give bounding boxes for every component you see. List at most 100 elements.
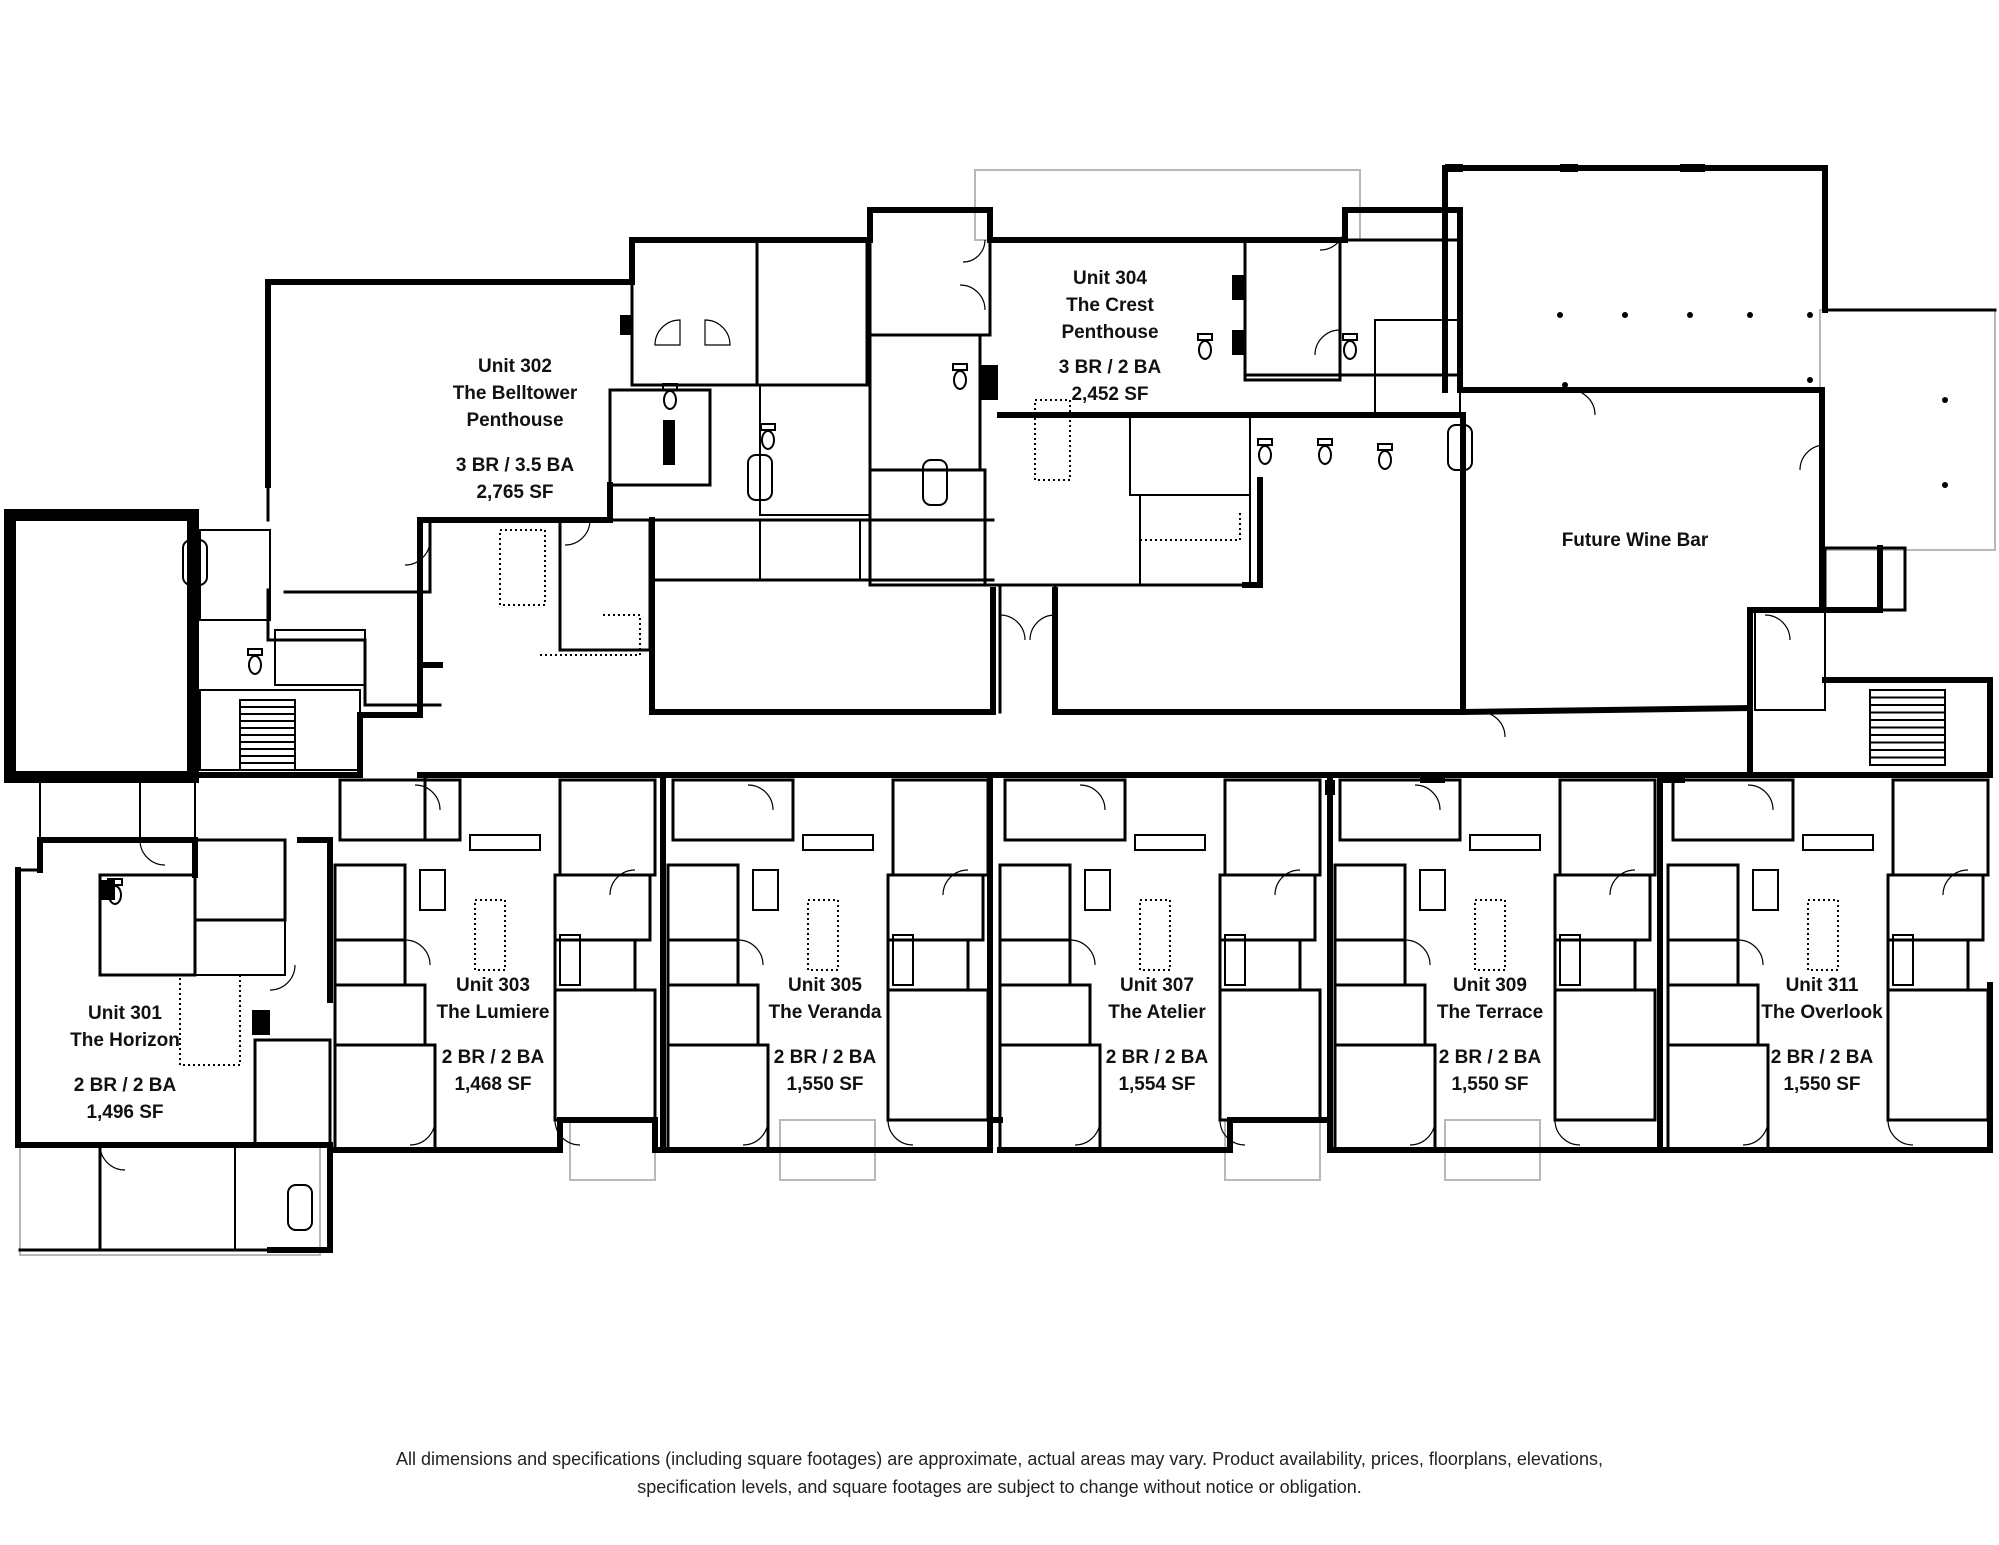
counter bbox=[1802, 834, 1874, 851]
unit-307-beds: 2 BR / 2 BA bbox=[1105, 1047, 1209, 1068]
unit-301-number: Unit 301 bbox=[88, 1003, 162, 1024]
door-arc bbox=[1069, 939, 1096, 966]
unit-309-area: 1,550 SF bbox=[1451, 1074, 1529, 1095]
bath-wall bbox=[1553, 873, 1652, 942]
unit-interior bbox=[1333, 778, 1657, 1152]
unit-interior bbox=[333, 778, 657, 1152]
door-arc bbox=[1747, 784, 1774, 811]
toilet-tank-icon bbox=[107, 878, 123, 886]
bathtub-icon bbox=[747, 454, 773, 501]
toilet-tank-icon bbox=[1257, 438, 1273, 446]
bedroom-wall bbox=[553, 988, 657, 1122]
toilet-icon bbox=[248, 655, 262, 675]
door-arc bbox=[1887, 1119, 1914, 1146]
interior-walls bbox=[18, 208, 1997, 1252]
bath-wall bbox=[1666, 863, 1740, 942]
kitchen-island bbox=[474, 899, 506, 971]
doors bbox=[99, 224, 1826, 1171]
lower-unit-interiors bbox=[333, 778, 1990, 1152]
unit-304-number: Unit 304 bbox=[1073, 268, 1147, 289]
bedroom-wall bbox=[1218, 988, 1322, 1122]
toilet-tank-icon bbox=[1197, 333, 1213, 341]
structural-columns bbox=[100, 164, 1948, 1035]
door-arc bbox=[1079, 784, 1106, 811]
toilet-tank-icon bbox=[760, 423, 776, 431]
unit-302-label: Unit 302 The Belltower Penthouse 3 BR / … bbox=[415, 353, 615, 506]
toilet-icon bbox=[1258, 445, 1272, 465]
kitchen-island bbox=[1807, 899, 1839, 971]
door-arc bbox=[942, 869, 969, 896]
unit-304-title: The Crest bbox=[1066, 295, 1154, 316]
toilet-icon bbox=[663, 390, 677, 410]
door-arc bbox=[1737, 939, 1764, 966]
unit-307-label: Unit 307 The Atelier 2 BR / 2 BA 1,554 S… bbox=[1057, 972, 1257, 1098]
door-arc bbox=[1219, 1119, 1246, 1146]
toilet-tank-icon bbox=[247, 648, 263, 656]
counter bbox=[802, 834, 874, 851]
unit-311-beds: 2 BR / 2 BA bbox=[1770, 1047, 1874, 1068]
bath-wall bbox=[1218, 873, 1317, 942]
toilet-icon bbox=[1378, 450, 1392, 470]
bath-wall bbox=[553, 873, 652, 942]
door-arc bbox=[1274, 869, 1301, 896]
bedroom-wall bbox=[891, 778, 990, 877]
bedroom-wall bbox=[1553, 988, 1657, 1122]
bath-wall bbox=[886, 873, 985, 942]
door-arc bbox=[554, 1119, 581, 1146]
wine-bar-title: Future Wine Bar bbox=[1561, 530, 1709, 551]
closet-wall bbox=[1671, 778, 1795, 842]
bath-wall bbox=[1333, 863, 1407, 942]
bathtub bbox=[559, 934, 581, 986]
bath-wall bbox=[666, 863, 740, 942]
unit-309-label: Unit 309 The Terrace 2 BR / 2 BA 1,550 S… bbox=[1390, 972, 1590, 1098]
unit-interior bbox=[666, 778, 990, 1152]
bathtub bbox=[892, 934, 914, 986]
door-arc bbox=[1074, 1119, 1101, 1146]
bedroom-wall bbox=[1558, 778, 1657, 877]
closet-wall bbox=[1003, 778, 1127, 842]
unit-302-number: Unit 302 bbox=[478, 356, 552, 377]
wine-bar-label: Future Wine Bar bbox=[1535, 527, 1735, 554]
kitchen-counters bbox=[179, 399, 1241, 1066]
bedroom-wall bbox=[998, 1043, 1102, 1152]
bedroom-wall bbox=[558, 778, 657, 877]
toilet-tank-icon bbox=[952, 363, 968, 371]
door-arc bbox=[887, 1119, 914, 1146]
tub bbox=[1419, 869, 1446, 911]
toilet-tank-icon bbox=[1377, 443, 1393, 451]
door-arc bbox=[1409, 1119, 1436, 1146]
unit-303-title: The Lumiere bbox=[436, 1002, 550, 1023]
unit-interior bbox=[998, 778, 1322, 1152]
disclaimer-line-2: specification levels, and square footage… bbox=[637, 1477, 1362, 1497]
kitchen-island bbox=[1474, 899, 1506, 971]
bathtub-icon bbox=[922, 459, 948, 506]
unit-303-area: 1,468 SF bbox=[454, 1074, 532, 1095]
unit-302-area: 2,765 SF bbox=[476, 482, 554, 503]
tub bbox=[419, 869, 446, 911]
unit-303-beds: 2 BR / 2 BA bbox=[441, 1047, 545, 1068]
unit-311-area: 1,550 SF bbox=[1783, 1074, 1861, 1095]
disclaimer: All dimensions and specifications (inclu… bbox=[0, 1445, 1999, 1501]
unit-311-number: Unit 311 bbox=[1785, 975, 1859, 996]
unit-305-title: The Veranda bbox=[768, 1002, 882, 1023]
toilet-icon bbox=[761, 430, 775, 450]
counter bbox=[1134, 834, 1206, 851]
door-arc bbox=[742, 1119, 769, 1146]
unit-303-label: Unit 303 The Lumiere 2 BR / 2 BA 1,468 S… bbox=[393, 972, 593, 1098]
toilet-tank-icon bbox=[1317, 438, 1333, 446]
bedroom-wall bbox=[1891, 778, 1990, 877]
toilet-icon bbox=[1318, 445, 1332, 465]
bedroom-wall bbox=[886, 988, 990, 1122]
bathtub bbox=[1559, 934, 1581, 986]
balcony-railings bbox=[19, 169, 1996, 1256]
closet-wall bbox=[671, 778, 795, 842]
toilet-tank-icon bbox=[662, 383, 678, 391]
closet-wall bbox=[338, 778, 462, 842]
door-arc bbox=[409, 1119, 436, 1146]
unit-304-area: 2,452 SF bbox=[1071, 384, 1149, 405]
door-arc bbox=[1414, 784, 1441, 811]
unit-304-beds: 3 BR / 2 BA bbox=[1058, 357, 1162, 378]
bedroom-wall bbox=[1666, 1043, 1770, 1152]
door-arc bbox=[1742, 1119, 1769, 1146]
unit-309-beds: 2 BR / 2 BA bbox=[1438, 1047, 1542, 1068]
